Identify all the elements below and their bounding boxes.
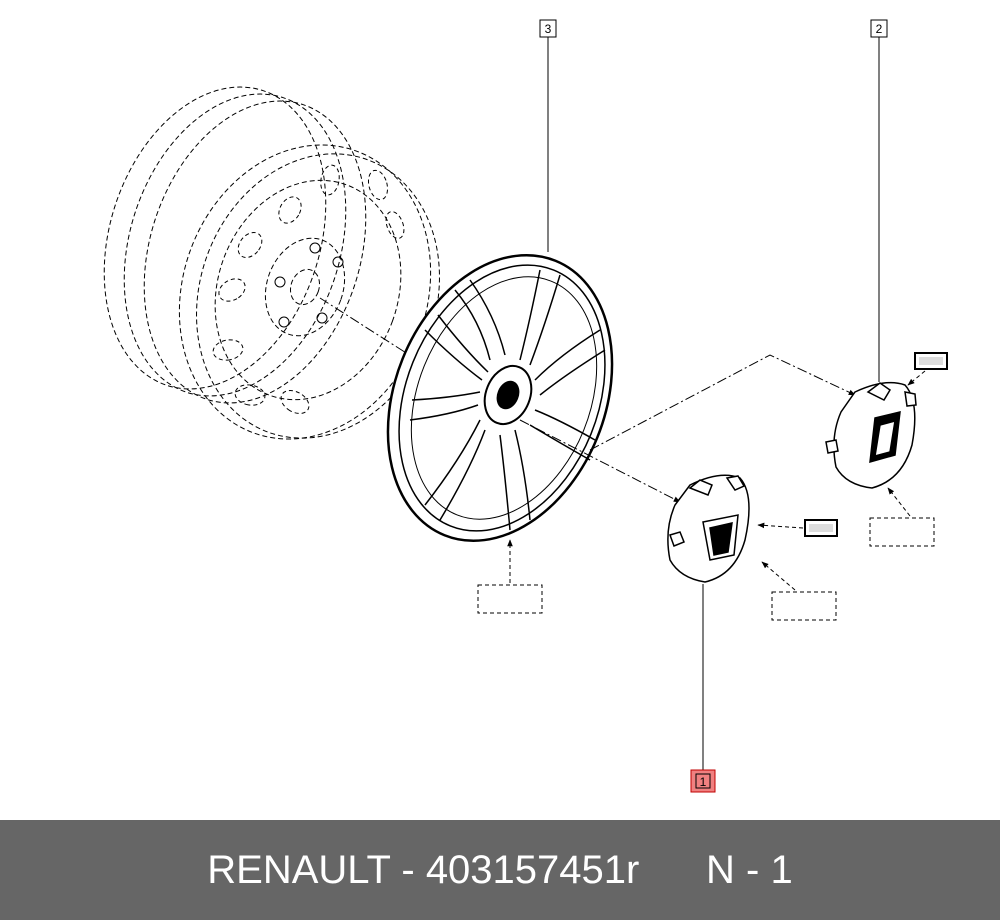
svg-text:3: 3 (545, 22, 552, 36)
parts-diagram: 3 2 1 (103, 19, 948, 793)
separator: - (390, 847, 426, 892)
callout-3: 3 (539, 19, 557, 38)
hubcap-wheel-trim (386, 254, 614, 542)
footer-caption: RENAULT - 403157451r N - 1 (207, 848, 792, 893)
brand-name: RENAULT (207, 847, 391, 892)
steel-wheel-lug-holes (274, 242, 344, 328)
hubcap-axis-line (519, 419, 681, 503)
svg-text:1: 1 (700, 775, 707, 789)
callout-2: 2 (870, 19, 888, 38)
svg-text:2: 2 (876, 22, 883, 36)
part-number: 403157451r (425, 847, 640, 892)
center-cap-part-1 (667, 474, 750, 583)
gap (639, 848, 706, 892)
footer-bar: RENAULT - 403157451r N - 1 (0, 820, 1000, 920)
logo-placeholders (757, 352, 948, 537)
quantity-label: N - 1 (706, 847, 793, 892)
exploded-view-drawing: 3 2 1 (103, 19, 948, 793)
hubcap-spokes (409, 269, 606, 531)
cap2-axis-line (589, 354, 856, 451)
leader-arrows (507, 487, 911, 591)
callout-leader-lines (547, 37, 880, 770)
steel-wheel-vent-holes (212, 164, 405, 414)
callout-1: 1 (690, 769, 716, 793)
label-placeholders (477, 517, 935, 621)
center-cap-part-2 (825, 381, 917, 489)
